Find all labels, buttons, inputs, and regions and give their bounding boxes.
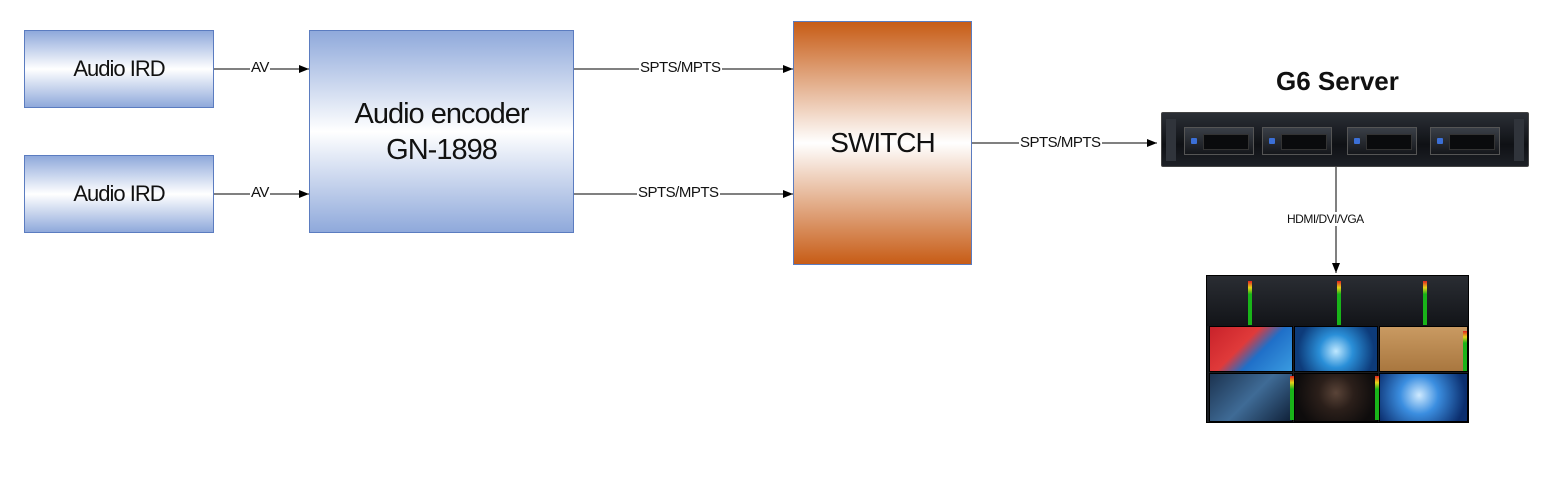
video-tile-4 xyxy=(1209,373,1293,422)
server-ear-left xyxy=(1166,119,1176,161)
audio-meter-4 xyxy=(1290,376,1294,420)
audio-ird-1-box: Audio IRD xyxy=(24,30,214,108)
edge-label-hdmi: HDMI/DVI/VGA xyxy=(1286,212,1365,226)
audio-ird-2-box: Audio IRD xyxy=(24,155,214,233)
server-title: G6 Server xyxy=(1276,66,1399,96)
video-tile-5 xyxy=(1294,373,1378,422)
edge-label-spts-server: SPTS/MPTS xyxy=(1019,134,1102,151)
video-tile-3 xyxy=(1379,326,1468,372)
switch-box: SWITCH xyxy=(793,21,972,265)
audio-encoder-label: Audio encoder xyxy=(354,97,529,130)
edge-label-av-1: AV xyxy=(250,59,270,76)
switch-label: SWITCH xyxy=(830,127,935,158)
audio-meter-3 xyxy=(1423,281,1427,325)
drive-bay-2 xyxy=(1262,127,1332,155)
audio-encoder-model: GN-1898 xyxy=(386,133,498,166)
audio-ird-2-label: Audio IRD xyxy=(73,181,165,206)
audio-meter-6 xyxy=(1463,331,1467,371)
audio-meter-2 xyxy=(1337,281,1341,325)
edge-label-spts-top: SPTS/MPTS xyxy=(639,59,722,76)
monitor-wall-image xyxy=(1206,275,1469,423)
drive-bay-3 xyxy=(1347,127,1417,155)
video-tile-2 xyxy=(1294,326,1378,372)
server-ear-right xyxy=(1514,119,1524,161)
audio-meter-1 xyxy=(1248,281,1252,325)
audio-encoder-box: Audio encoder GN-1898 xyxy=(309,30,574,233)
audio-meter-5 xyxy=(1375,376,1379,420)
video-tile-1 xyxy=(1209,326,1293,372)
edge-label-av-2: AV xyxy=(250,184,270,201)
drive-bay-1 xyxy=(1184,127,1254,155)
video-tile-6 xyxy=(1379,373,1468,422)
audio-ird-1-label: Audio IRD xyxy=(73,56,165,81)
server-rack-image xyxy=(1161,112,1529,167)
drive-bay-4 xyxy=(1430,127,1500,155)
edge-label-spts-bottom: SPTS/MPTS xyxy=(637,184,720,201)
